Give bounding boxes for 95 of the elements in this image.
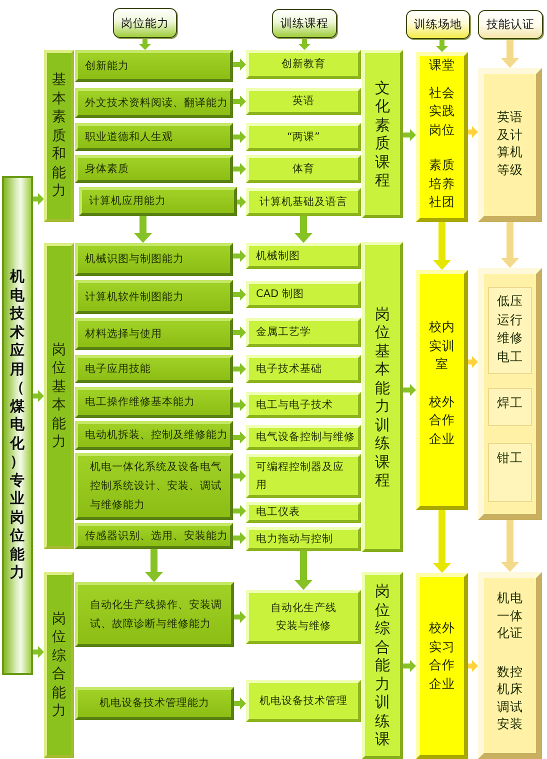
course-box: 自动化生产线安装与维修 [246, 590, 361, 644]
certificate-label: 机电一体化证 [496, 589, 524, 642]
certificate-item-box: 焊工 [488, 388, 532, 426]
arrow [233, 326, 246, 338]
arrow [233, 532, 246, 544]
course-box: 机械制图 [246, 243, 361, 269]
arrow [501, 222, 519, 268]
arrow [403, 384, 416, 396]
arrow [233, 131, 246, 143]
arrow [403, 660, 416, 672]
arrow [468, 126, 478, 138]
course-box: 电工仪表 [246, 502, 361, 523]
ability-box: 计算机软件制图能力 [75, 280, 233, 314]
arrow [33, 646, 44, 658]
certificate-box [478, 268, 542, 520]
certificate-box [478, 572, 542, 759]
ability-box: 自动化生产线操作、安装调试、故障诊断与维修能力 [75, 582, 234, 647]
ability-box: 材料选择与使用 [75, 318, 233, 350]
course-box: 可编程控制器及应用 [246, 454, 361, 498]
certificate-box: 英语及计算机等级 [478, 68, 542, 222]
arrow [233, 163, 246, 175]
arrow [233, 505, 246, 517]
arrow [468, 356, 478, 368]
arrow [233, 363, 246, 375]
course-box: 电气设备控制与维修 [246, 425, 361, 450]
arrow [233, 399, 246, 411]
ability-box: 机电一体化系统及设备电气控制系统设计、安装、调试与维修能力 [75, 453, 233, 520]
arrow [145, 549, 163, 582]
course-box: CAD 制图 [246, 281, 361, 308]
arrow [233, 96, 246, 108]
ability-box: 电子应用技能 [75, 355, 233, 383]
course-box: 创新教育 [246, 50, 361, 79]
ability-box: 传感器识别、选用、安装能力 [75, 523, 233, 549]
certificate-item-box: 钳工 [488, 443, 532, 502]
course-group-box: 岗位基本能力训练课程 [362, 242, 403, 552]
arrow [233, 470, 246, 482]
venue-label: 校内实训室 [428, 318, 456, 373]
group-label-box: 基本素质和能力 [44, 50, 74, 222]
arrow [237, 196, 246, 208]
arrow [433, 222, 451, 270]
arrow [234, 698, 246, 710]
venue-box [416, 52, 468, 222]
course-box: 计算机基础及语言 [246, 188, 361, 216]
venue-box: 校外实习合作企业 [416, 573, 468, 759]
ability-box: 外文技术资料阅读、翻译能力 [75, 88, 233, 118]
course-box: 电子技术基础 [246, 355, 361, 383]
arrow [436, 39, 448, 52]
arrow [403, 129, 416, 141]
arrow [139, 38, 151, 50]
arrow [294, 216, 312, 243]
ability-box: 电工操作维修基本能力 [75, 387, 233, 418]
course-box: 机电设备技术管理 [246, 680, 361, 722]
arrow [233, 288, 246, 300]
title-band: 机电技术应用（煤电化）专业岗位能力 [2, 176, 33, 675]
column-header: 技能认证 [478, 10, 543, 39]
venue-label: 社会实践岗位 [428, 84, 456, 138]
group-label-box: 岗位综合能力 [44, 572, 74, 758]
column-header: 训练场地 [406, 10, 470, 39]
arrow [134, 216, 152, 243]
ability-box: 创新能力 [75, 50, 233, 82]
ability-box: 职业道德和人生观 [75, 123, 233, 151]
venue-label: 素质培养社团 [428, 156, 456, 211]
column-header: 岗位能力 [113, 8, 177, 38]
course-group-box: 文化素质课程 [362, 50, 403, 218]
arrow [234, 611, 246, 623]
column-header: 训练课程 [272, 9, 337, 38]
ability-box: 计算机应用能力 [79, 187, 237, 216]
arrow [433, 510, 451, 573]
venue-label: 课堂 [428, 56, 456, 74]
ability-box: 机械识图与制图能力 [75, 243, 233, 276]
arrow [233, 250, 246, 262]
certificate-label: 数控机床调试安装 [496, 662, 524, 732]
ability-box: 机电设备技术管理能力 [75, 687, 234, 720]
arrow [501, 520, 519, 572]
course-box: 电工与电子技术 [246, 392, 361, 418]
arrow [33, 390, 44, 402]
arrow [294, 551, 312, 590]
arrow [33, 193, 44, 205]
course-group-box: 岗位综合能力训练课 [362, 572, 403, 759]
ability-box: 电动机拆装、控制及维修能力 [75, 421, 233, 450]
venue-label: 校外合作企业 [428, 392, 456, 448]
course-box: 金属工艺学 [246, 318, 361, 347]
certificate-item-box: 低压运行维修电工 [488, 287, 532, 374]
ability-box: 身体素质 [75, 155, 233, 183]
course-box: 英语 [246, 88, 361, 115]
arrow [298, 38, 310, 50]
group-label-box: 岗位基本能力 [44, 243, 74, 549]
arrow [233, 432, 246, 444]
venue-box [416, 270, 468, 510]
course-box: 电力拖动与控制 [246, 527, 361, 551]
arrow [468, 660, 478, 672]
course-box: 体育 [246, 155, 361, 183]
course-box: “两课” [246, 123, 361, 151]
arrow [233, 58, 246, 70]
arrow [501, 39, 519, 68]
